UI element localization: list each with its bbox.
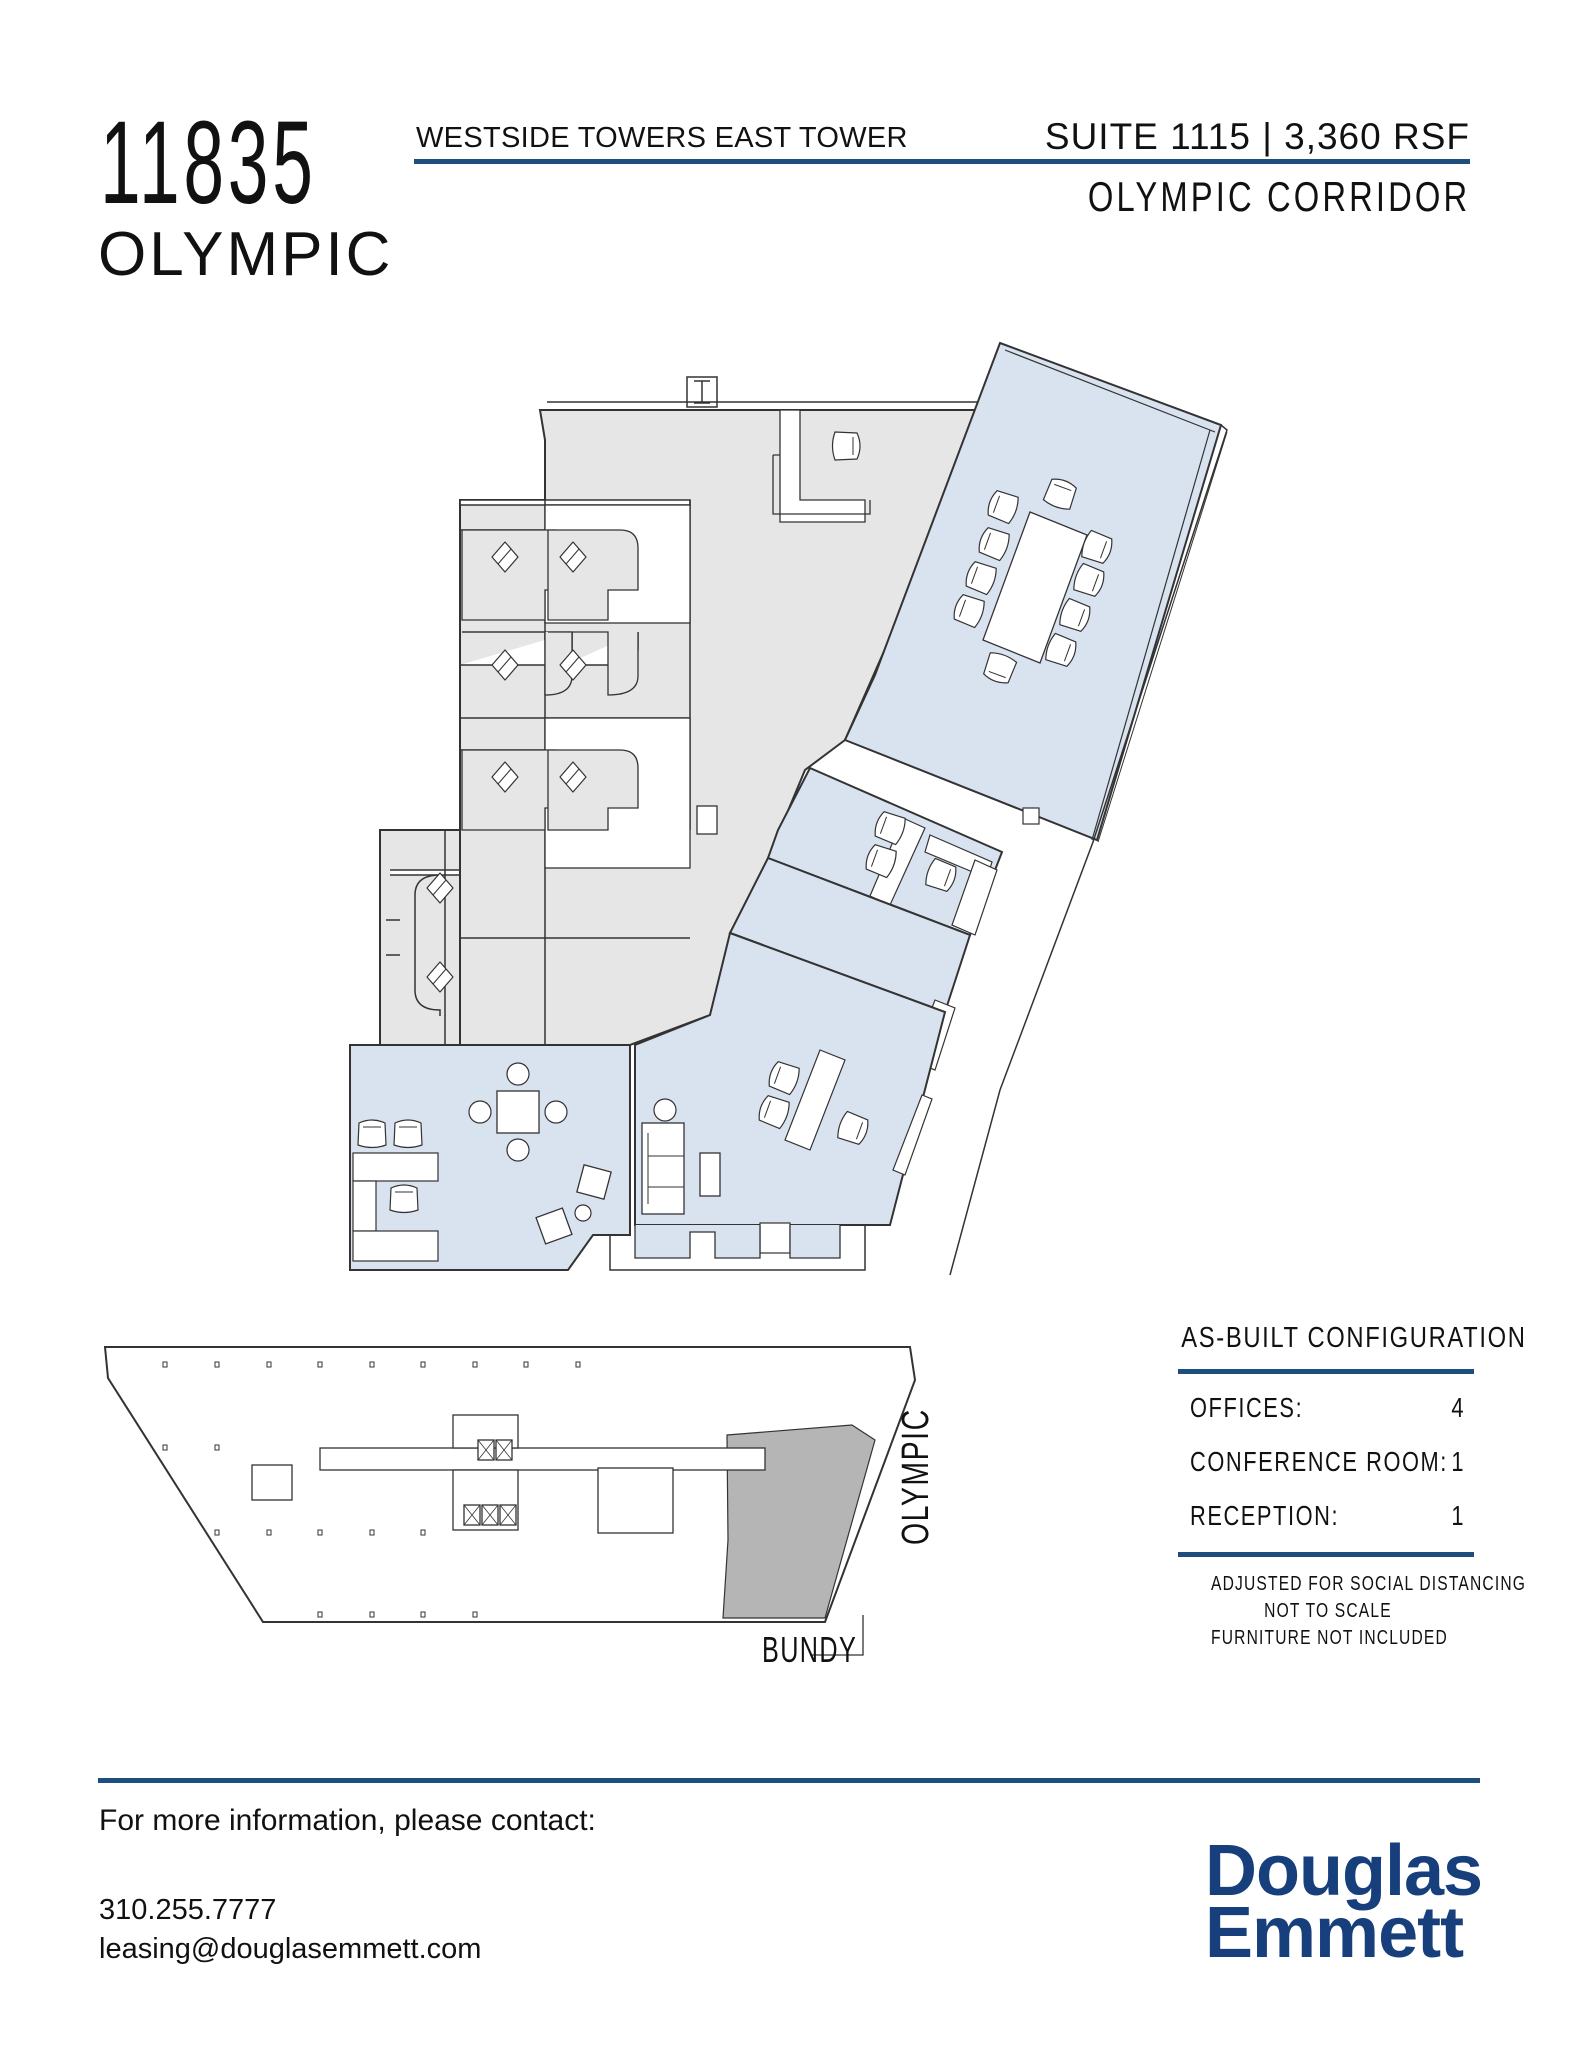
config-row-conference-room: CONFERENCE ROOM: 1	[1178, 1434, 1478, 1488]
header-divider	[414, 159, 1470, 164]
config-label: OFFICES:	[1190, 1392, 1304, 1423]
contact-email[interactable]: leasing@douglasemmett.com	[99, 1933, 482, 1965]
suite-floor-plan	[349, 341, 1228, 1276]
note-social-distancing: ADJUSTED FOR SOCIAL DISTANCING	[1211, 1573, 1527, 1595]
address-number: 11835	[100, 97, 317, 229]
configuration-panel: AS-BUILT CONFIGURATION OFFICES: 4 CONFER…	[1178, 1322, 1527, 1652]
suite-info: SUITE 1115 | 3,360 RSF	[1044, 116, 1470, 157]
config-row-reception: RECEPTION: 1	[1178, 1488, 1478, 1542]
footer-divider	[98, 1778, 1480, 1783]
note-not-to-scale: NOT TO SCALE	[1264, 1600, 1392, 1622]
note-furniture: FURNITURE NOT INCLUDED	[1211, 1627, 1448, 1649]
douglas-emmett-logo: Douglas Emmett	[1205, 1831, 1483, 1973]
building-name: WESTSIDE TOWERS EAST TOWER	[416, 122, 908, 154]
logo-line-2: Emmett	[1205, 1893, 1464, 1973]
config-value: 1	[1451, 1500, 1464, 1531]
config-label: CONFERENCE ROOM:	[1190, 1446, 1448, 1477]
contact-heading: For more information, please contact:	[99, 1804, 596, 1837]
corridor-label: OLYMPIC CORRIDOR	[1087, 173, 1470, 220]
config-label: RECEPTION:	[1190, 1500, 1340, 1531]
configuration-title: AS-BUILT CONFIGURATION	[1181, 1322, 1527, 1354]
configuration-divider-bottom	[1178, 1552, 1474, 1557]
config-value: 4	[1451, 1392, 1464, 1423]
config-value: 1	[1451, 1446, 1464, 1477]
logo-line-1: Douglas	[1205, 1831, 1483, 1911]
street-label-olympic: OLYMPIC	[895, 1408, 937, 1545]
address-street: OLYMPIC	[98, 220, 394, 289]
street-label-bundy: BUNDY	[762, 1629, 858, 1670]
config-row-offices: OFFICES: 4	[1178, 1380, 1478, 1434]
configuration-notes: ADJUSTED FOR SOCIAL DISTANCING NOT TO SC…	[1211, 1571, 1527, 1652]
configuration-rows: OFFICES: 4 CONFERENCE ROOM: 1 RECEPTION:…	[1178, 1374, 1478, 1552]
configuration-divider-top	[1178, 1369, 1474, 1374]
contact-phone[interactable]: 310.255.7777	[99, 1894, 277, 1926]
building-key-plan	[103, 1346, 917, 1656]
